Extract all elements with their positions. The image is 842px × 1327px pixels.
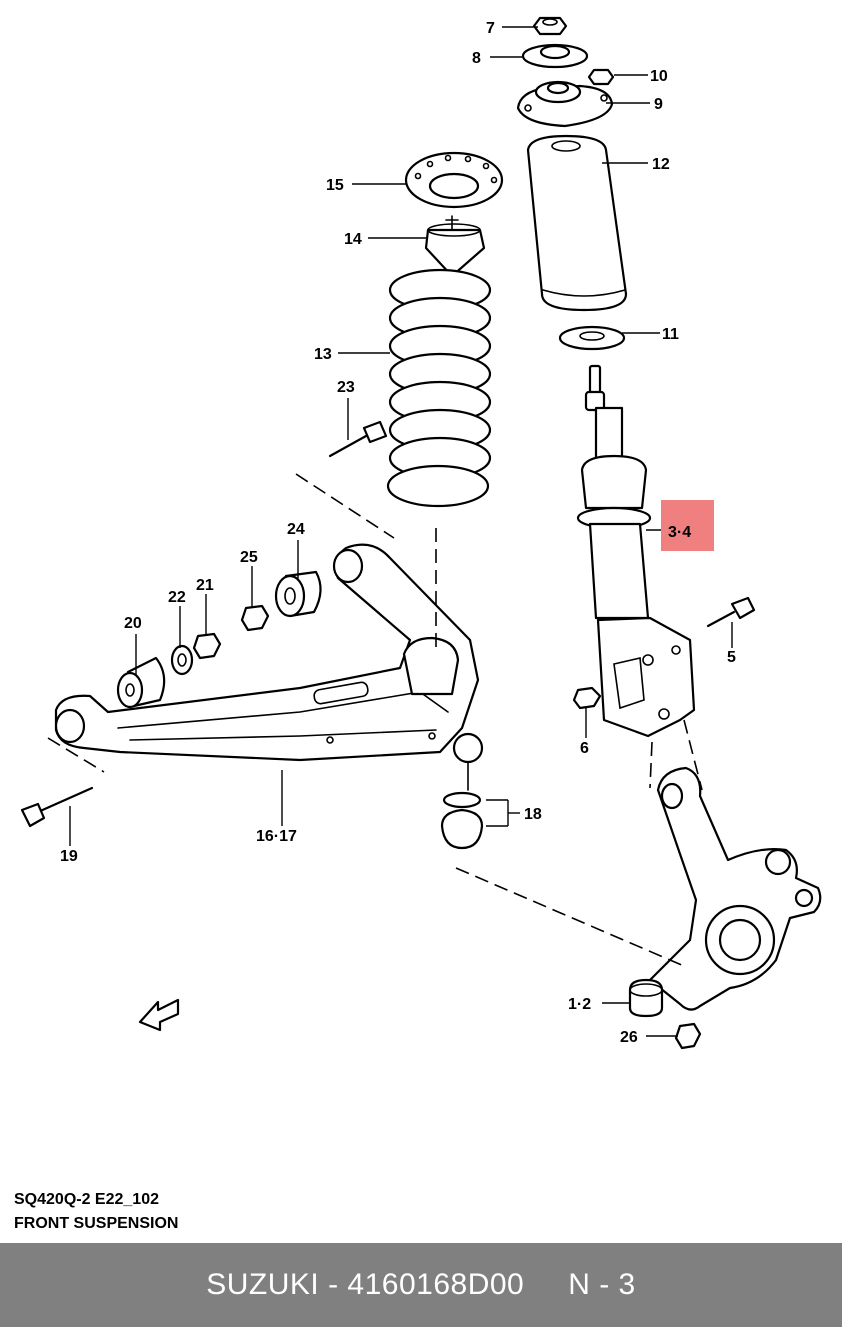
callout-23: 23 [337,379,355,396]
callout-24: 24 [287,521,305,538]
front-direction-arrow-icon [138,998,180,1032]
part-10-nut [587,68,615,86]
part-6-nut [572,686,602,710]
callout-6: 6 [580,740,589,757]
callout-10: 10 [650,68,668,85]
callout-9: 9 [654,96,663,113]
part-24-bushing [274,570,322,618]
part-3-4-strut-assembly [576,364,696,738]
callout-3-4: 3·4 [668,524,691,541]
callout-22: 22 [168,589,186,606]
part-7-nut [532,16,568,36]
callout-12: 12 [652,156,670,173]
part-16-17-control-arm [54,543,480,762]
diagram-title: FRONT SUSPENSION [14,1215,179,1232]
part-11-bump-washer [558,325,626,351]
callout-7: 7 [486,20,495,37]
callout-19: 19 [60,848,78,865]
part-14-bump-stopper [424,215,486,278]
callout-5: 5 [727,649,736,666]
part-19-bolt [20,786,94,828]
part-5-bolt [706,596,756,628]
part-12-dust-boot [526,134,628,312]
part-26-nut [674,1022,702,1050]
callout-14: 14 [344,231,362,248]
callout-11: 11 [662,326,679,343]
part-9-strut-mount [516,80,614,128]
callout-21: 21 [196,577,214,594]
callout-13: 13 [314,346,332,363]
callout-15: 15 [326,177,344,194]
part-23-bolt [328,420,388,458]
steering-knuckle [648,766,822,1011]
part-20-bushing [116,656,166,709]
front-suspension-exploded-diagram: 7 8 10 9 12 15 14 13 11 23 3·4 24 25 21 … [20,16,822,1050]
callout-8: 8 [472,50,481,67]
diagram-caption: SQ420Q-2 E22_102 FRONT SUSPENSION [14,1188,178,1236]
callout-20: 20 [124,615,142,632]
footer-bar: SUZUKI - 4160168D00 N - 3 [0,1243,842,1327]
part-25-nut [240,604,270,632]
callout-26: 26 [620,1029,638,1046]
callout-18: 18 [524,806,542,823]
part-21-nut [192,632,222,660]
callout-25: 25 [240,549,258,566]
footer-brand-part: SUZUKI - 4160168D00 [206,1268,525,1301]
part-15-spring-seat [404,151,504,209]
footer-page-number: N - 3 [568,1268,636,1301]
part-18-ball-joint-parts [440,732,484,850]
leader-lines [69,26,733,1037]
assembly-dashed-lines [47,473,703,967]
part-13-coil-spring [386,268,492,508]
part-8-washer [521,43,589,69]
part-1-2-bushing [628,978,664,1018]
callout-labels: 7 8 10 9 12 15 14 13 11 23 3·4 24 25 21 … [60,20,736,1046]
callout-16-17: 16·17 [256,828,297,845]
part-3-4-highlight [661,500,714,551]
diagram-code: SQ420Q-2 E22_102 [14,1191,159,1208]
callout-1-2: 1·2 [568,996,591,1013]
part-22-washer [170,644,194,676]
